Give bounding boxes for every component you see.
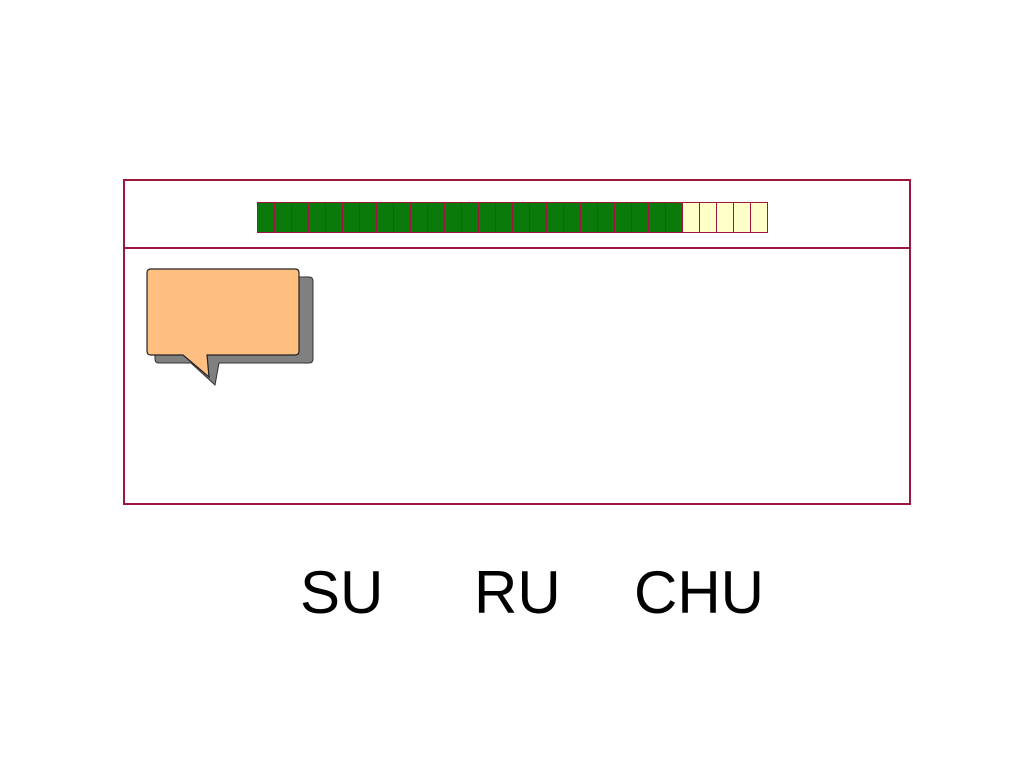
progress-segment-filled: [444, 202, 462, 233]
speech-bubble-icon: [146, 268, 314, 386]
progress-segment-filled: [393, 202, 411, 233]
progress-bar: [257, 202, 768, 233]
syllable-ru[interactable]: RU: [474, 559, 561, 626]
progress-segment-empty: [682, 202, 700, 233]
progress-segment-filled: [342, 202, 360, 233]
progress-segment-filled: [291, 202, 309, 233]
progress-segment-filled: [376, 202, 394, 233]
progress-segment-filled: [274, 202, 292, 233]
progress-segment-empty: [750, 202, 768, 233]
progress-segment-filled: [427, 202, 445, 233]
progress-segment-filled: [478, 202, 496, 233]
progress-segment-filled: [580, 202, 598, 233]
progress-segment-filled: [359, 202, 377, 233]
progress-segment-filled: [529, 202, 547, 233]
progress-segment-filled: [546, 202, 564, 233]
progress-segment-filled: [308, 202, 326, 233]
progress-segment-empty: [733, 202, 751, 233]
progress-segment-filled: [257, 202, 275, 233]
progress-segment-filled: [648, 202, 666, 233]
progress-segment-filled: [597, 202, 615, 233]
progress-segment-empty: [699, 202, 717, 233]
progress-segment-filled: [325, 202, 343, 233]
progress-segment-filled: [495, 202, 513, 233]
progress-segment-filled: [614, 202, 632, 233]
progress-segment-filled: [563, 202, 581, 233]
header-strip: [125, 181, 909, 249]
game-frame: [123, 179, 911, 505]
progress-segment-empty: [716, 202, 734, 233]
syllable-row: SU RU CHU: [0, 558, 1024, 628]
progress-segment-filled: [631, 202, 649, 233]
progress-segment-filled: [461, 202, 479, 233]
progress-segment-filled: [512, 202, 530, 233]
progress-segment-filled: [665, 202, 683, 233]
syllable-su[interactable]: SU: [300, 559, 384, 626]
speech-bubble-body: [146, 268, 300, 379]
progress-segment-filled: [410, 202, 428, 233]
syllable-chu[interactable]: CHU: [634, 559, 764, 626]
